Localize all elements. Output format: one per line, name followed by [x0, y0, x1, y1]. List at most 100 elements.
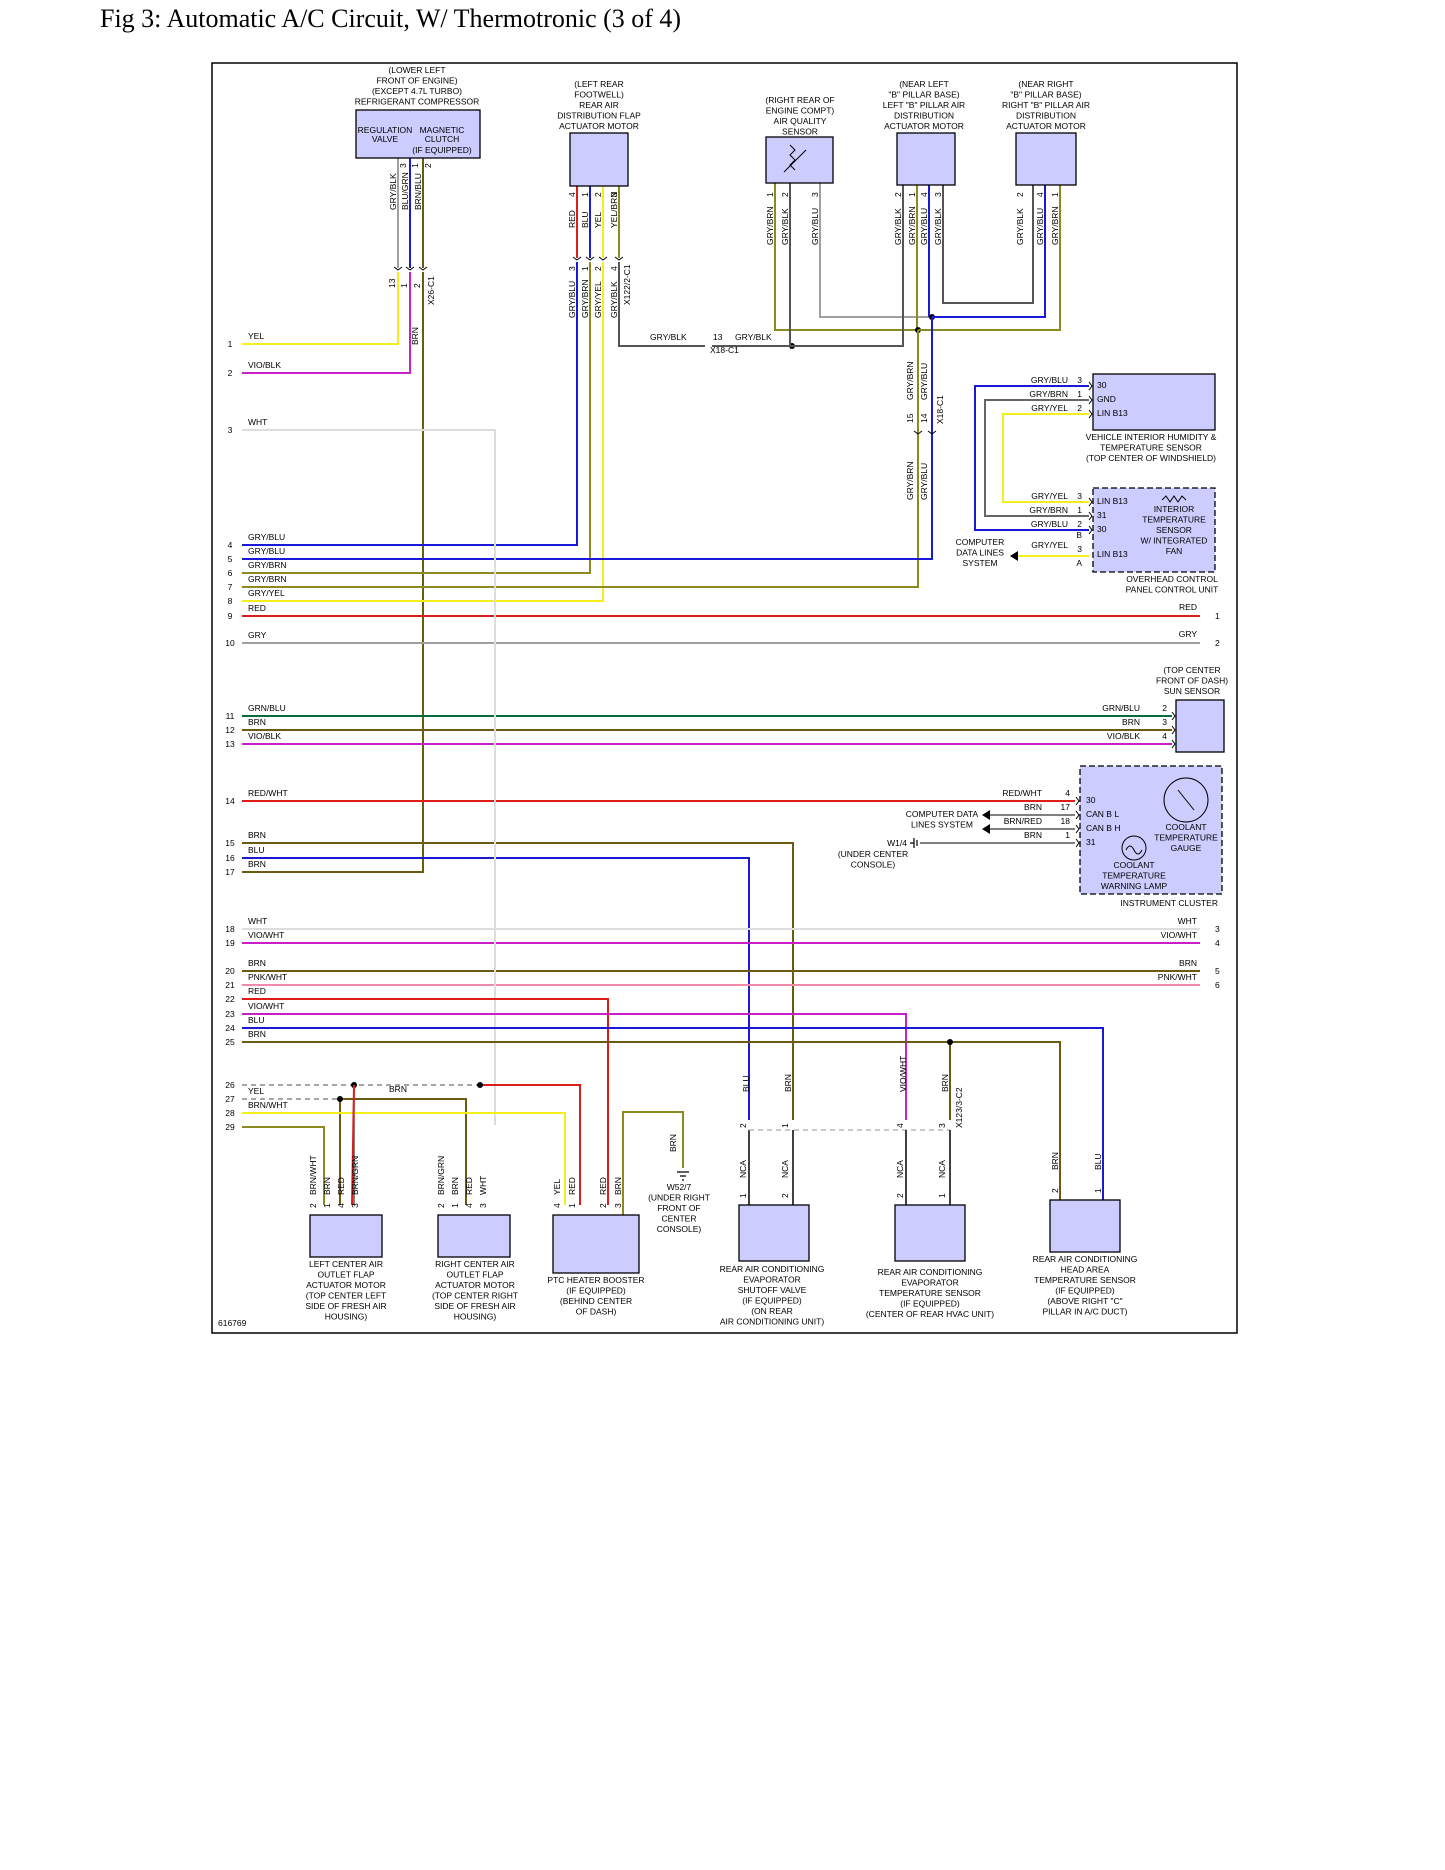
connector-pin-number: 2 — [593, 266, 603, 271]
wire-label: GRY — [248, 630, 267, 640]
interior-lin-pin: LIN B13 — [1097, 549, 1128, 559]
sun-sensor-box — [1175, 699, 1225, 753]
interior-sensor-label: SENSOR — [1156, 525, 1192, 535]
humidity-sensor-label: TEMPERATURE SENSOR — [1100, 443, 1202, 453]
compressor-location-label: FRONT OF ENGINE) — [376, 76, 457, 86]
right-b-actuator-box — [1015, 132, 1077, 186]
overhead-panel-label: PANEL CONTROL UNIT — [1126, 585, 1219, 595]
x18-pin-number: 14 — [919, 413, 929, 423]
evap-temp-sensor-label: REAR AIR CONDITIONING — [878, 1267, 983, 1277]
wire-number: 23 — [225, 1009, 235, 1019]
sun-pin-number: 4 — [1162, 731, 1167, 741]
aq-pin-label: GRY/BRN — [765, 206, 775, 245]
wire-label: WHT — [248, 417, 267, 427]
cluster-wire-label: BRN — [1024, 802, 1042, 812]
ptc-pin-label: YEL — [552, 1179, 562, 1195]
right-mid-wire-label: WHT — [1178, 916, 1197, 926]
wire-label: GRY — [1179, 629, 1198, 639]
wire-label: GRY/BRN — [248, 560, 287, 570]
connector-pin — [598, 256, 608, 261]
evap-temp-sensor-label: (CENTER OF REAR HVAC UNIT) — [866, 1309, 994, 1319]
right-b-actuator-label: RIGHT "B" PILLAR AIR — [1002, 100, 1090, 110]
head-wire-label: BRN — [1050, 1152, 1060, 1170]
valve-nca-label: NCA — [780, 1160, 790, 1178]
cluster-pin-number: 4 — [1065, 788, 1070, 798]
magnetic-clutch-label: CLUTCH — [425, 134, 459, 144]
gauge-label: TEMPERATURE — [1154, 833, 1218, 843]
humidity-sensor-label: VEHICLE INTERIOR HUMIDITY & — [1086, 432, 1217, 442]
wire-gry-blk — [792, 185, 904, 347]
ptc-heater-label: OF DASH) — [576, 1307, 617, 1317]
cdl-label: SYSTEM — [963, 558, 998, 568]
left-center-flap-label: OUTLET FLAP — [318, 1270, 375, 1280]
connector-wire-label: GRY/BRN — [580, 279, 590, 318]
wire-number: 27 — [225, 1094, 235, 1104]
evap-temp-sensor-label: (IF EQUIPPED) — [900, 1299, 960, 1309]
wire-label: GRY/BLK — [650, 332, 687, 342]
wire-label: WHT — [248, 916, 267, 926]
figure-title: Fig 3: Automatic A/C Circuit, W/ Thermot… — [100, 4, 682, 33]
valve-nca-label: NCA — [738, 1160, 748, 1178]
rc-pin-number: 1 — [450, 1203, 460, 1208]
wire-number: 16 — [225, 853, 235, 863]
ptc-pin-number: 4 — [552, 1203, 562, 1208]
evap-pin-number: 2 — [895, 1193, 905, 1198]
wire-layer — [242, 158, 1200, 1215]
sensor-symbol — [1161, 495, 1187, 503]
interior-wire-label: GRY/BRN — [1029, 505, 1068, 515]
warning-lamp-label: TEMPERATURE — [1102, 871, 1166, 881]
humidity-wire-label: GRY/BRN — [1029, 389, 1068, 399]
rear-flap-pin-label: YEL — [593, 212, 603, 228]
compressor-pin-number: 3 — [398, 163, 408, 168]
wire-number: 8 — [228, 596, 233, 606]
head-area-sensor-label: REAR AIR CONDITIONING — [1033, 1254, 1138, 1264]
warning-lamp-label: WARNING LAMP — [1101, 881, 1168, 891]
rc-pin-number: 4 — [464, 1203, 474, 1208]
sun-pin-number: 2 — [1162, 703, 1167, 713]
cluster-name-label: INSTRUMENT CLUSTER — [1120, 898, 1218, 908]
wire-brn — [242, 1041, 1061, 1200]
wire-label: BRN — [668, 1134, 678, 1152]
right-mid-pin-number: 3 — [1215, 924, 1220, 934]
connector-pin — [1171, 739, 1176, 749]
connector-pin — [1088, 409, 1093, 419]
wire-number: 22 — [225, 994, 235, 1004]
wire-number: 1 — [228, 339, 233, 349]
wire-label: YEL — [248, 331, 264, 341]
wire-number: 9 — [228, 611, 233, 621]
connector-pin — [1088, 511, 1093, 521]
air-quality-sensor-label: SENSOR — [782, 127, 818, 137]
head-area-sensor-label: PILLAR IN A/C DUCT) — [1042, 1307, 1127, 1317]
rc-pin-label: BRN/GRN — [436, 1156, 446, 1195]
ground-label: W1/4 — [887, 838, 907, 848]
humidity-pin-label: LIN B13 — [1097, 408, 1128, 418]
gauge-label: COOLANT — [1165, 822, 1206, 832]
humidity-pin-label: GND — [1097, 394, 1116, 404]
rc-pin-label: WHT — [478, 1176, 488, 1195]
shutoff-valve-label: EVAPORATOR — [743, 1275, 801, 1285]
humidity-wire-label: GRY/BLU — [1031, 375, 1068, 385]
evap-pin-number: 1 — [937, 1193, 947, 1198]
left-b-pin-label: GRY/BLK — [933, 208, 943, 245]
connector-pin-number: 13 — [387, 278, 397, 288]
ptc-pin-label: RED — [598, 1177, 608, 1195]
air-quality-sensor-box — [765, 136, 834, 184]
wire-number: 18 — [225, 924, 235, 934]
x18-wire-label: GRY/BRN — [905, 461, 915, 500]
splice-dot — [947, 1039, 953, 1045]
ptc-pin-number: 1 — [567, 1203, 577, 1208]
left-center-flap-label: ACTUATOR MOTOR — [306, 1280, 386, 1290]
head-wire-label: BLU — [1093, 1153, 1103, 1170]
connector-pin-number: 3 — [567, 266, 577, 271]
interior-pin-label: 31 — [1097, 510, 1107, 520]
shutoff-valve-box — [738, 1204, 810, 1262]
x18-wire-label: GRY/BRN — [905, 361, 915, 400]
wire-brn — [242, 272, 424, 873]
cluster-pin-label: 30 — [1086, 795, 1096, 805]
compressor-pin-label: BLU/GRN — [400, 172, 410, 210]
air-quality-sensor-label: (RIGHT REAR OF — [765, 95, 834, 105]
wire-gry-yel — [242, 262, 604, 602]
ptc-pin-label: RED — [567, 1177, 577, 1195]
humidity-sensor-box — [1092, 373, 1216, 431]
